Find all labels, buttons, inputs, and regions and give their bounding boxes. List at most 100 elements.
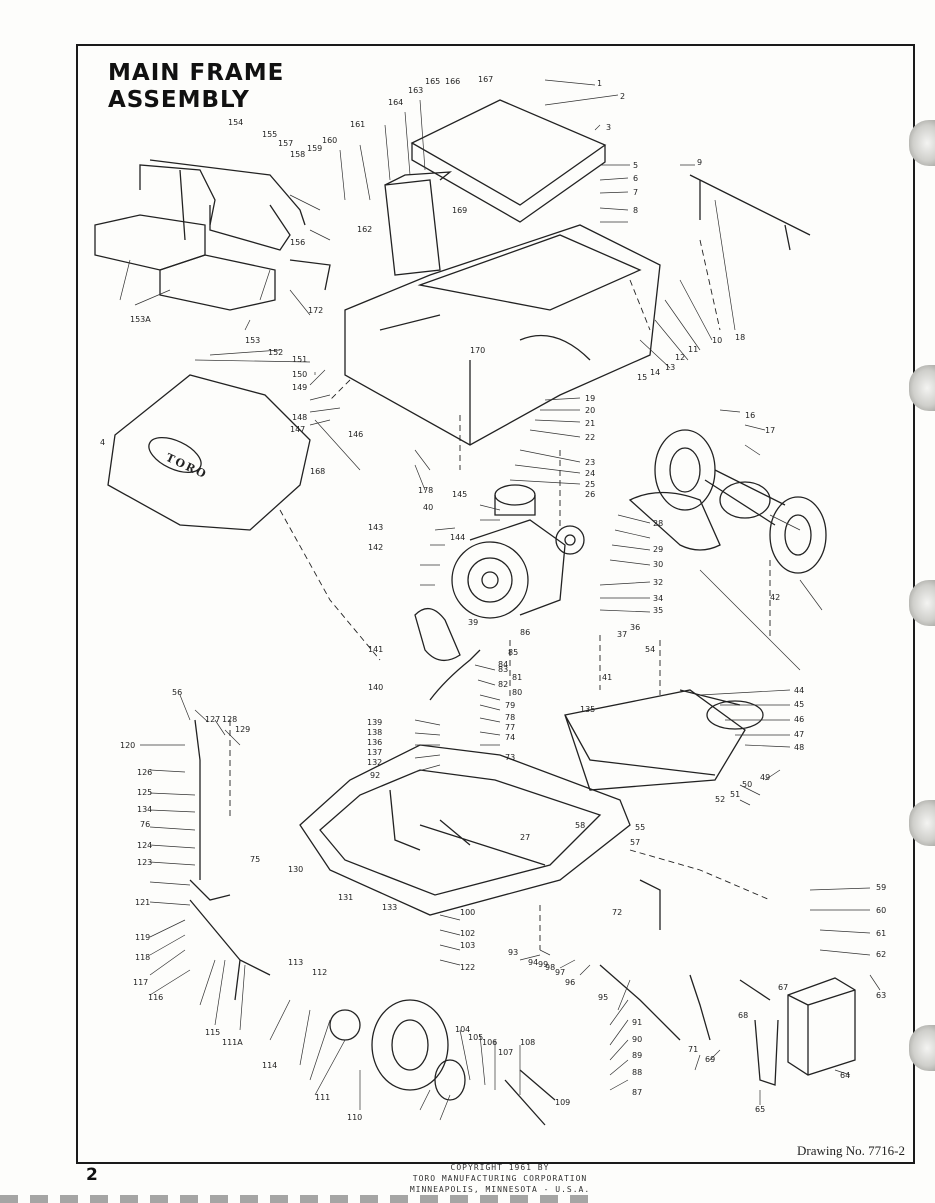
part-label: 24 [585, 469, 595, 478]
part-label: 113 [288, 958, 303, 967]
part-label: 29 [653, 545, 663, 554]
part-label: 12 [675, 353, 685, 362]
part-label: 74 [505, 733, 515, 742]
part-label: 145 [452, 490, 467, 499]
part-label: 110 [347, 1113, 362, 1122]
part-label: 109 [555, 1098, 570, 1107]
part-label: 19 [585, 394, 595, 403]
part-label: 81 [512, 673, 522, 682]
part-label: 114 [262, 1061, 277, 1070]
part-label: 161 [350, 120, 365, 129]
part-label: 60 [876, 906, 886, 915]
part-label: 61 [876, 929, 886, 938]
body-panel [344, 224, 661, 446]
part-label: 165 [425, 77, 440, 86]
scan-edge-artifact [0, 1195, 600, 1203]
battery-platform [564, 689, 746, 791]
part-label: 82 [498, 680, 508, 689]
part-label: 154 [228, 118, 243, 127]
part-label: 7 [633, 188, 638, 197]
part-label: 40 [423, 503, 433, 512]
part-label: 119 [135, 933, 150, 942]
part-label: 103 [460, 941, 475, 950]
part-label: 69 [705, 1055, 715, 1064]
part-label: 166 [445, 77, 460, 86]
part-label: 135 [580, 705, 595, 714]
part-label: 136 [367, 738, 382, 747]
part-label: 117 [133, 978, 148, 987]
part-label: 34 [653, 594, 663, 603]
part-label: 54 [645, 645, 655, 654]
part-label: 104 [455, 1025, 470, 1034]
muffler [706, 700, 764, 730]
part-label: 67 [778, 983, 788, 992]
fuel-line [689, 974, 771, 1041]
part-label: 130 [288, 865, 303, 874]
main-frame [299, 744, 631, 916]
battery-box [384, 171, 453, 276]
part-label: 47 [794, 730, 804, 739]
part-label: 99 [538, 960, 548, 969]
part-label: 129 [235, 725, 250, 734]
title-line-1: MAIN FRAME [108, 60, 285, 86]
part-label: 140 [368, 683, 383, 692]
part-label: 111A [222, 1038, 243, 1047]
part-label: 30 [653, 560, 663, 569]
fan-belt [414, 608, 461, 662]
rear-bracket [689, 174, 811, 251]
binder-hole [909, 365, 935, 411]
part-label: 160 [322, 136, 337, 145]
part-label: 131 [338, 893, 353, 902]
part-label: 94 [528, 958, 538, 967]
part-label: 153 [245, 336, 260, 345]
part-label: 146 [348, 430, 363, 439]
part-label: 168 [310, 467, 325, 476]
part-label: 111 [315, 1093, 330, 1102]
part-label: 6 [633, 174, 638, 183]
copyright-line: TORO MANUFACTURING CORPORATION [412, 1174, 588, 1183]
exhaust-pipe [429, 649, 481, 701]
part-label: 36 [630, 623, 640, 632]
part-label: 106 [482, 1038, 497, 1047]
part-label: 55 [635, 823, 645, 832]
part-label: 120 [120, 741, 135, 750]
part-label: 48 [794, 743, 804, 752]
binder-hole [909, 800, 935, 846]
part-label: 72 [612, 908, 622, 917]
part-label: 88 [632, 1068, 642, 1077]
top-cover [410, 99, 607, 223]
seat-frame [149, 159, 331, 291]
part-label: 159 [307, 144, 322, 153]
part-label: 18 [735, 333, 745, 342]
part-label: 90 [632, 1035, 642, 1044]
part-label: 57 [630, 838, 640, 847]
part-label: 105 [468, 1033, 483, 1042]
part-label: 151 [292, 355, 307, 364]
part-label: 100 [460, 908, 475, 917]
part-label: 102 [460, 929, 475, 938]
part-label: 17 [765, 426, 775, 435]
part-label: 20 [585, 406, 595, 415]
copyright-line: MINNEAPOLIS, MINNESOTA - U.S.A. [409, 1185, 591, 1194]
part-label: 39 [468, 618, 478, 627]
fuel-tank [787, 977, 856, 1076]
part-label: 170 [470, 346, 485, 355]
part-label: 85 [508, 648, 518, 657]
part-label: 132 [367, 758, 382, 767]
part-label: 71 [688, 1045, 698, 1054]
part-label: 83 [498, 665, 508, 674]
part-label: 164 [388, 98, 403, 107]
part-label: 32 [653, 578, 663, 587]
part-label: 93 [508, 948, 518, 957]
part-label: 123 [137, 858, 152, 867]
part-label: 11 [688, 345, 698, 354]
part-label: 28 [653, 519, 663, 528]
part-label: 62 [876, 950, 886, 959]
part-label: 162 [357, 225, 372, 234]
part-label: 138 [367, 728, 382, 737]
part-label: 153A [130, 315, 151, 324]
part-label: 42 [770, 593, 780, 602]
part-label: 63 [876, 991, 886, 1000]
part-label: 167 [478, 75, 493, 84]
part-label: 125 [137, 788, 152, 797]
